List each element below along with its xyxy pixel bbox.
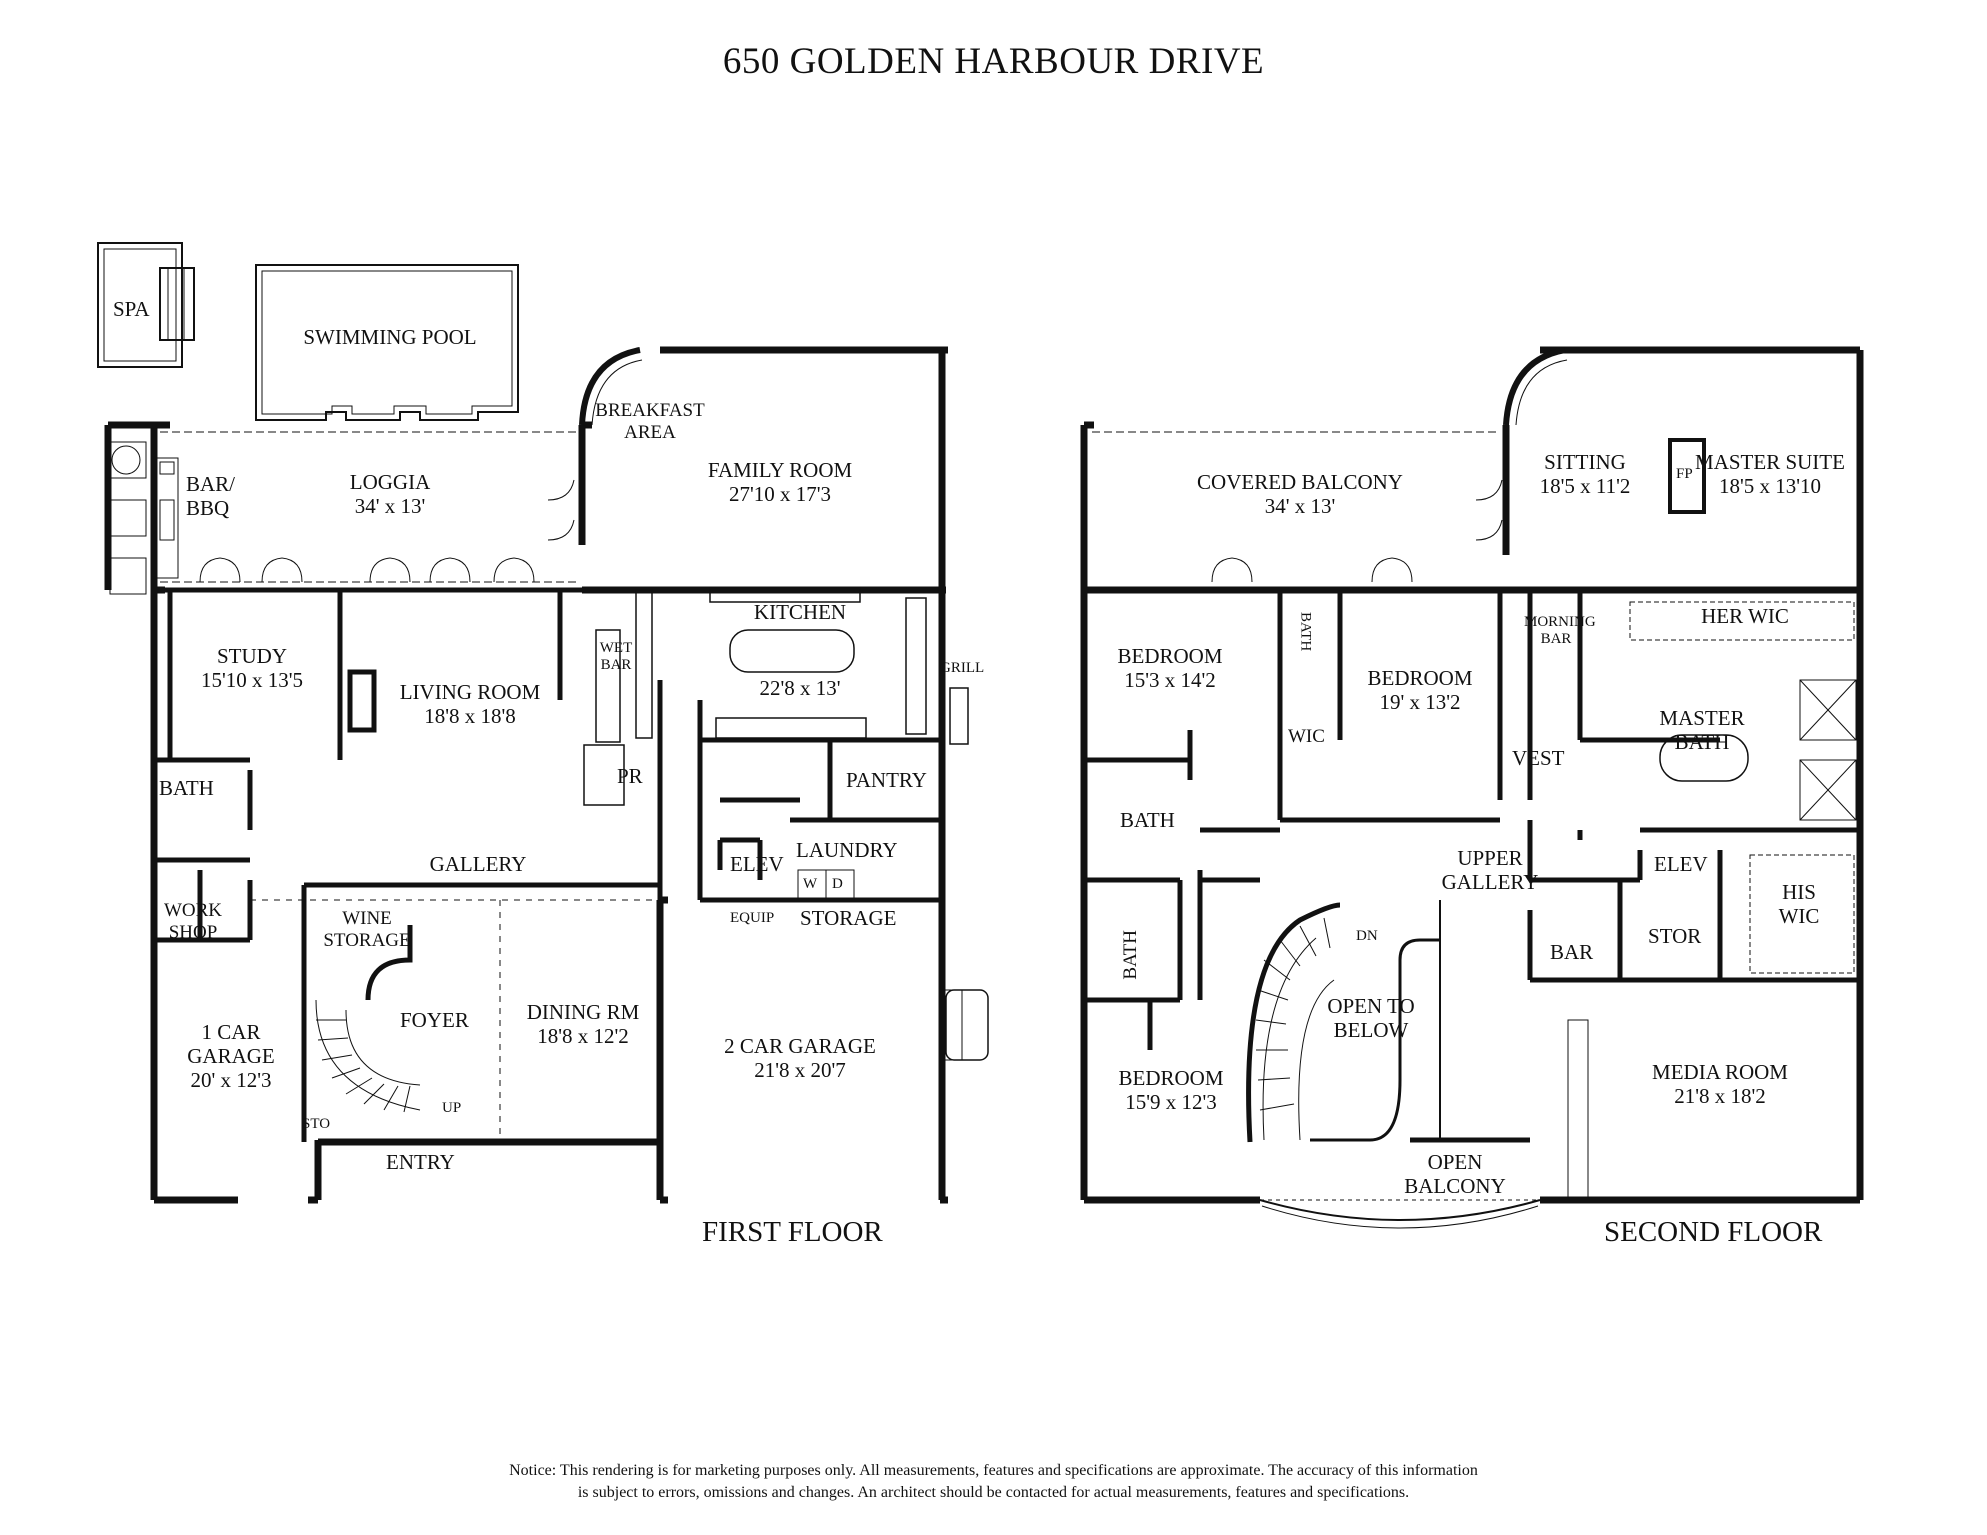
notice-line-2: is subject to errors, omissions and chan… bbox=[577, 1483, 1410, 1501]
first-floor-label: FIRST FLOOR bbox=[702, 1216, 883, 1248]
room-vestibule: VEST bbox=[1512, 746, 1565, 770]
second-floor-label: SECOND FLOOR bbox=[1604, 1216, 1823, 1248]
appliance-washer: W bbox=[803, 876, 818, 892]
first-floor-walls bbox=[97, 242, 989, 1204]
room-stair-storage: STO bbox=[302, 1116, 331, 1132]
stair-down-label: DN bbox=[1356, 928, 1378, 944]
room-workshop: WORK SHOP bbox=[163, 900, 223, 943]
room-her-wic: HER WIC bbox=[1701, 604, 1789, 628]
room-pantry: PANTRY bbox=[846, 768, 927, 792]
room-powder: PR bbox=[617, 764, 643, 788]
notice-line-1: Notice: This rendering is for marketing … bbox=[509, 1462, 1478, 1479]
room-storage: STORAGE bbox=[800, 906, 897, 930]
room-gallery: GALLERY bbox=[429, 852, 527, 876]
room-bath-hall: BATH bbox=[1120, 808, 1175, 832]
open-to-below: OPEN TO BELOW bbox=[1327, 994, 1415, 1043]
room-kitchen-dim: 22'8 x 13' bbox=[759, 676, 841, 700]
stair-up-label: UP bbox=[442, 1100, 462, 1116]
room-bath-first: BATH bbox=[159, 776, 214, 800]
room-elevator-first: ELEV bbox=[730, 852, 784, 876]
room-master-bath: MASTER BATH bbox=[1659, 706, 1745, 755]
room-grill: GRILL bbox=[940, 660, 985, 676]
room-laundry: LAUNDRY bbox=[796, 838, 898, 862]
room-bath-jack: BATH bbox=[1297, 612, 1314, 652]
room-stor: STOR bbox=[1648, 924, 1702, 948]
room-upper-gallery: UPPER GALLERY bbox=[1441, 846, 1539, 895]
disclaimer-notice: Notice: This rendering is for marketing … bbox=[0, 1460, 1987, 1503]
room-equipment: EQUIP bbox=[730, 910, 775, 926]
appliance-dryer: D bbox=[832, 876, 843, 892]
second-floor-walls bbox=[1080, 346, 1864, 1229]
room-wine-storage: WINE STORAGE bbox=[323, 908, 411, 951]
room-foyer: FOYER bbox=[400, 1008, 469, 1032]
room-spa: SPA bbox=[113, 297, 150, 321]
room-kitchen: KITCHEN bbox=[753, 600, 847, 624]
room-bar-second: BAR bbox=[1550, 940, 1594, 964]
room-wet-bar: WET BAR bbox=[599, 640, 633, 674]
room-breakfast-area: BREAKFAST AREA bbox=[595, 400, 705, 443]
room-swimming-pool: SWIMMING POOL bbox=[303, 325, 477, 349]
room-bar-bbq: BAR/ BBQ bbox=[186, 472, 236, 521]
room-entry: ENTRY bbox=[386, 1150, 455, 1174]
room-bath-guest: BATH bbox=[1120, 930, 1141, 980]
room-open-balcony: OPEN BALCONY bbox=[1404, 1150, 1506, 1199]
plan-title: 650 GOLDEN HARBOUR DRIVE bbox=[722, 41, 1265, 82]
room-wic: WIC bbox=[1288, 726, 1325, 747]
room-his-wic: HIS WIC bbox=[1778, 880, 1820, 929]
fireplace-label: FP bbox=[1676, 466, 1693, 482]
room-morning-bar: MORNING BAR bbox=[1524, 614, 1596, 648]
room-elevator-second: ELEV bbox=[1654, 852, 1708, 876]
